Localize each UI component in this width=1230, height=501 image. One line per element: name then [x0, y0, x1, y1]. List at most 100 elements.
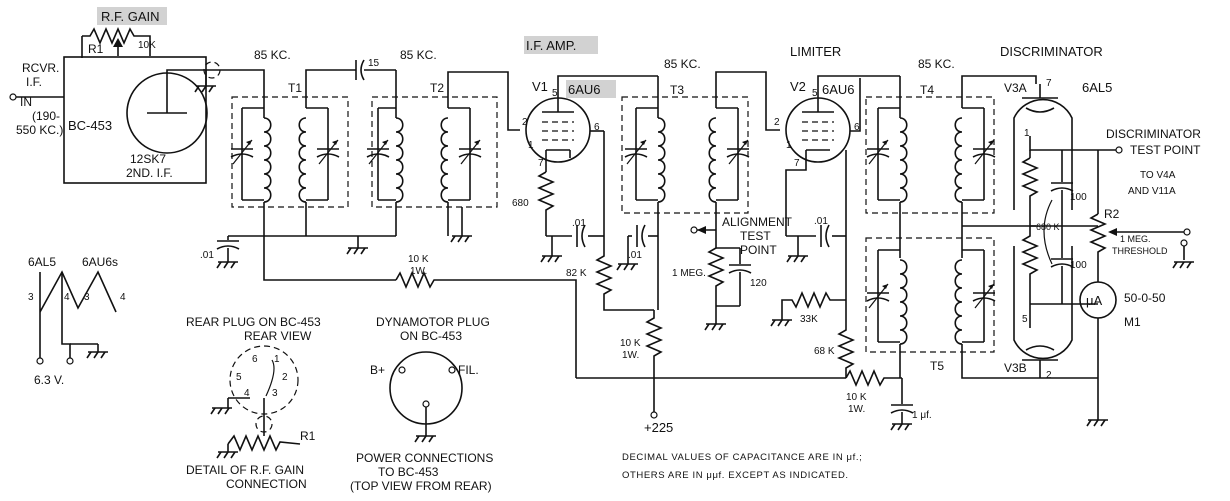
v1-pin-7: 7: [538, 158, 544, 169]
v2-type-label: 6AU6: [822, 82, 855, 97]
v3a-pin-1: 1: [1024, 128, 1030, 139]
v1-pin-1: 1: [528, 140, 534, 151]
v3-type-label: 6AL5: [1082, 80, 1112, 95]
alignment-test-point: ALIGNMENT TEST POINT 1 MEG. 120: [672, 215, 793, 331]
rcvr-label-4: (190-: [32, 109, 60, 123]
detail-label-1: DETAIL OF R.F. GAIN: [186, 463, 304, 477]
align-label-2: TEST: [740, 229, 771, 243]
t3-bypass: .01: [616, 224, 658, 271]
t3-kc-label: 85 KC.: [664, 57, 701, 71]
input-section: R.F. GAIN R1 10K BC-453 12SK7 2ND. I.F. …: [9, 7, 265, 184]
bc453-label: BC-453: [68, 118, 112, 133]
supply-225: 10 K 1W. +225: [576, 310, 846, 435]
heater-pin-3b: 3: [84, 292, 90, 303]
r1-label: R1: [88, 42, 104, 56]
plug-pin-6: 6: [252, 354, 258, 365]
limiter-section: LIMITER V2 6AU6 5 2 6 7 1 .01 68 K 33K: [770, 44, 900, 378]
rcvr-label-5: 550 KC.): [16, 123, 63, 137]
dyna-label-1: DYNAMOTOR PLUG: [376, 315, 490, 329]
transformer-t3: 85 KC. T3: [621, 57, 780, 310]
r2-label: R2: [1104, 207, 1120, 221]
if-amp-label: I.F. AMP.: [526, 38, 576, 53]
cap-100-b-label: 100: [1070, 260, 1087, 271]
r-10k-b-label-2: 1W.: [622, 350, 639, 361]
rcvr-label-2: I.F.: [26, 75, 42, 89]
coupling-cap-15: 15: [355, 58, 396, 81]
v3a-pin-7: 7: [1046, 78, 1052, 89]
heater-pin-4b: 4: [120, 292, 126, 303]
r-680k-label: 680 K: [1036, 222, 1060, 232]
rear-plug-label-2: REAR VIEW: [244, 329, 312, 343]
v1-pin-6: 6: [594, 122, 600, 133]
shielded-lead: [203, 61, 221, 79]
dyna-label-2: ON BC-453: [400, 329, 462, 343]
resistor-10k-left: 10 K 1W.: [395, 254, 577, 378]
power-label-2: TO BC-453: [378, 465, 439, 479]
plug-pin-3: 3: [272, 388, 278, 399]
cap-1uf-label: 1 μf.: [912, 410, 932, 421]
fil-label: FIL.: [458, 363, 479, 377]
r-10k-c-label-2: 1W.: [848, 404, 865, 415]
rf-gain-resistor: [82, 26, 151, 56]
heater-pin-4a: 4: [64, 292, 70, 303]
heater-detail: 6AL5 6AU6s 3 4 3 4 6.3 V.: [28, 255, 126, 387]
cap-01-d-label: .01: [814, 216, 828, 227]
cap-01-a-label: .01: [200, 250, 214, 261]
cap-01-c-label: .01: [628, 250, 642, 261]
r-10k-c-label-1: 10 K: [846, 392, 867, 403]
transformer-t5: T5: [865, 226, 1046, 379]
rf-gain-label: R.F. GAIN: [101, 9, 160, 24]
heater-6al5-label: 6AL5: [28, 255, 56, 269]
heater-pin-3a: 3: [28, 292, 34, 303]
to-v4a-label-1: TO V4A: [1140, 170, 1176, 181]
discriminator-label: DISCRIMINATOR: [1000, 44, 1103, 59]
v2-pin-5: 5: [812, 88, 818, 99]
t2-kc-label: 85 KC.: [400, 48, 437, 62]
disc-test-label-1: DISCRIMINATOR: [1106, 127, 1201, 141]
note-line-2: OTHERS ARE IN μμf. EXCEPT AS INDICATED.: [622, 470, 849, 481]
cap-120-label: 120: [750, 278, 767, 289]
power-label-3: (TOP VIEW FROM REAR): [350, 479, 492, 493]
r-1meg-label: 1 MEG.: [672, 268, 706, 279]
cap-01-b-label: .01: [572, 218, 586, 229]
second-if-label: 2ND. I.F.: [126, 166, 173, 180]
heater-6au6-label: 6AU6s: [82, 255, 118, 269]
discriminator-section: DISCRIMINATOR V3A 6AL5 V3B 7 1 2 5 100 1…: [1000, 44, 1201, 427]
t4-label: T4: [920, 83, 934, 97]
v2-label: V2: [790, 79, 806, 94]
v1-pin-2: 2: [522, 117, 528, 128]
r-33k-label: 33K: [800, 314, 818, 325]
t1-kc-label: 85 KC.: [254, 48, 291, 62]
detail-r1-label: R1: [300, 429, 316, 443]
plug-pin-1: 1: [274, 354, 280, 365]
v3b-label: V3B: [1004, 361, 1027, 375]
disc-test-label-2: TEST POINT: [1130, 143, 1201, 157]
align-label-3: POINT: [740, 243, 777, 257]
t5-label: T5: [930, 359, 944, 373]
notes: DECIMAL VALUES OF CAPACITANCE ARE IN μf.…: [622, 452, 862, 481]
r2-value-label-2: THRESHOLD: [1112, 246, 1168, 256]
rcvr-label-3: IN: [20, 95, 32, 109]
v3b-pin-5: 5: [1022, 314, 1028, 325]
r-10k-a-label-1: 10 K: [408, 254, 429, 265]
r2-value-label-1: 1 MEG.: [1120, 234, 1151, 244]
t3-label: T3: [670, 83, 684, 97]
meter-label: μA: [1086, 293, 1102, 308]
t2-label: T2: [430, 81, 444, 95]
if-amp-section: I.F. AMP. V1 6AU6 5 2 6 7 1 680 .01 82 K: [512, 36, 658, 311]
resistor-10k-right: 10 K 1W. 1 μf.: [845, 368, 932, 431]
r-82k-label: 82 K: [566, 268, 587, 279]
r-10k-a-label-2: 1W.: [410, 266, 427, 277]
b-plus-label: B+: [370, 363, 385, 377]
r-68k-label: 68 K: [814, 346, 835, 357]
heater-voltage-label: 6.3 V.: [34, 373, 64, 387]
discriminator-test-point: [1115, 146, 1123, 154]
to-v4a-label-2: AND V11A: [1128, 186, 1176, 197]
rear-plug-label-1: REAR PLUG ON BC-453: [186, 315, 321, 329]
v1-pin-5: 5: [552, 88, 558, 99]
tube-v3a: [1013, 98, 1073, 210]
t1-label: T1: [288, 81, 302, 95]
rcvr-input-terminal: [9, 93, 17, 101]
v2-pin-1: 1: [786, 140, 792, 151]
